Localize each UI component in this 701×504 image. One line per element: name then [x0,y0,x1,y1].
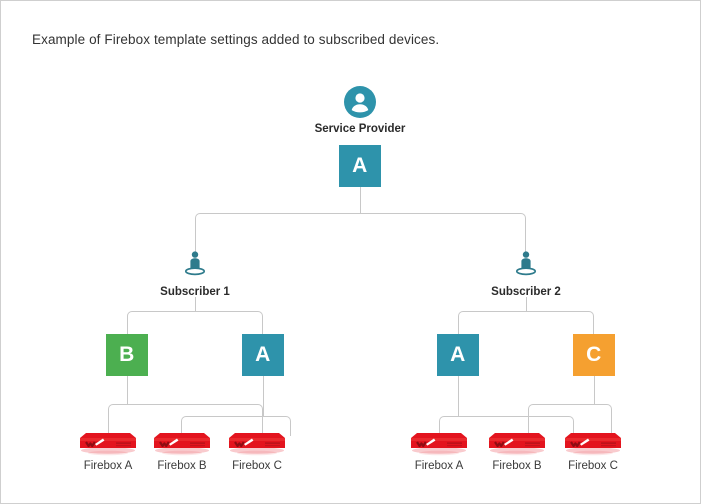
connector-s1-tplA-bus [181,416,291,436]
firebox-appliance-icon[interactable] [561,429,625,459]
connector-s1-tplA-drop [262,376,264,416]
template-box-provider-A[interactable]: A [339,145,381,187]
connector-sub2-drop [525,297,527,312]
firebox-appliance-icon[interactable] [225,429,289,459]
subscriber-1-label: Subscriber 1 [160,286,230,298]
firebox-label: Firebox C [568,460,618,472]
firebox-label: Firebox A [83,460,133,472]
connector-sub1-bus [127,311,263,334]
template-box-s2-A[interactable]: A [437,334,479,376]
subscriber-2-label: Subscriber 2 [491,286,561,298]
connector-s2-tplC-bus [528,404,612,436]
connector-s1-tplB-drop [126,376,128,404]
template-box-s1-A[interactable]: A [242,334,284,376]
firebox-label: Firebox C [232,460,282,472]
firebox-appliance-icon[interactable] [150,429,214,459]
template-box-s2-C[interactable]: C [573,334,615,376]
page-caption: Example of Firebox template settings add… [32,32,440,47]
connector-s2-tplA-bus [439,416,574,436]
firebox-label: Firebox B [157,460,207,472]
service-provider-label: Service Provider [314,123,406,135]
user-circle-icon [344,86,376,118]
connector-sub1-drop [194,297,196,312]
firebox-appliance-icon[interactable] [76,429,140,459]
template-box-s1-B[interactable]: B [106,334,148,376]
person-standing-icon [181,250,209,278]
firebox-appliance-icon[interactable] [485,429,549,459]
connector-provider-drop [359,187,361,213]
connector-provider-bus [195,213,526,253]
connector-sub2-bus [458,311,594,334]
person-standing-icon [512,250,540,278]
connector-s1-tplB-bus [108,404,263,436]
connector-s2-tplC-drop [593,376,595,404]
firebox-label: Firebox B [492,460,542,472]
firebox-label: Firebox A [414,460,464,472]
connector-s2-tplA-drop [457,376,459,416]
firebox-appliance-icon[interactable] [407,429,471,459]
